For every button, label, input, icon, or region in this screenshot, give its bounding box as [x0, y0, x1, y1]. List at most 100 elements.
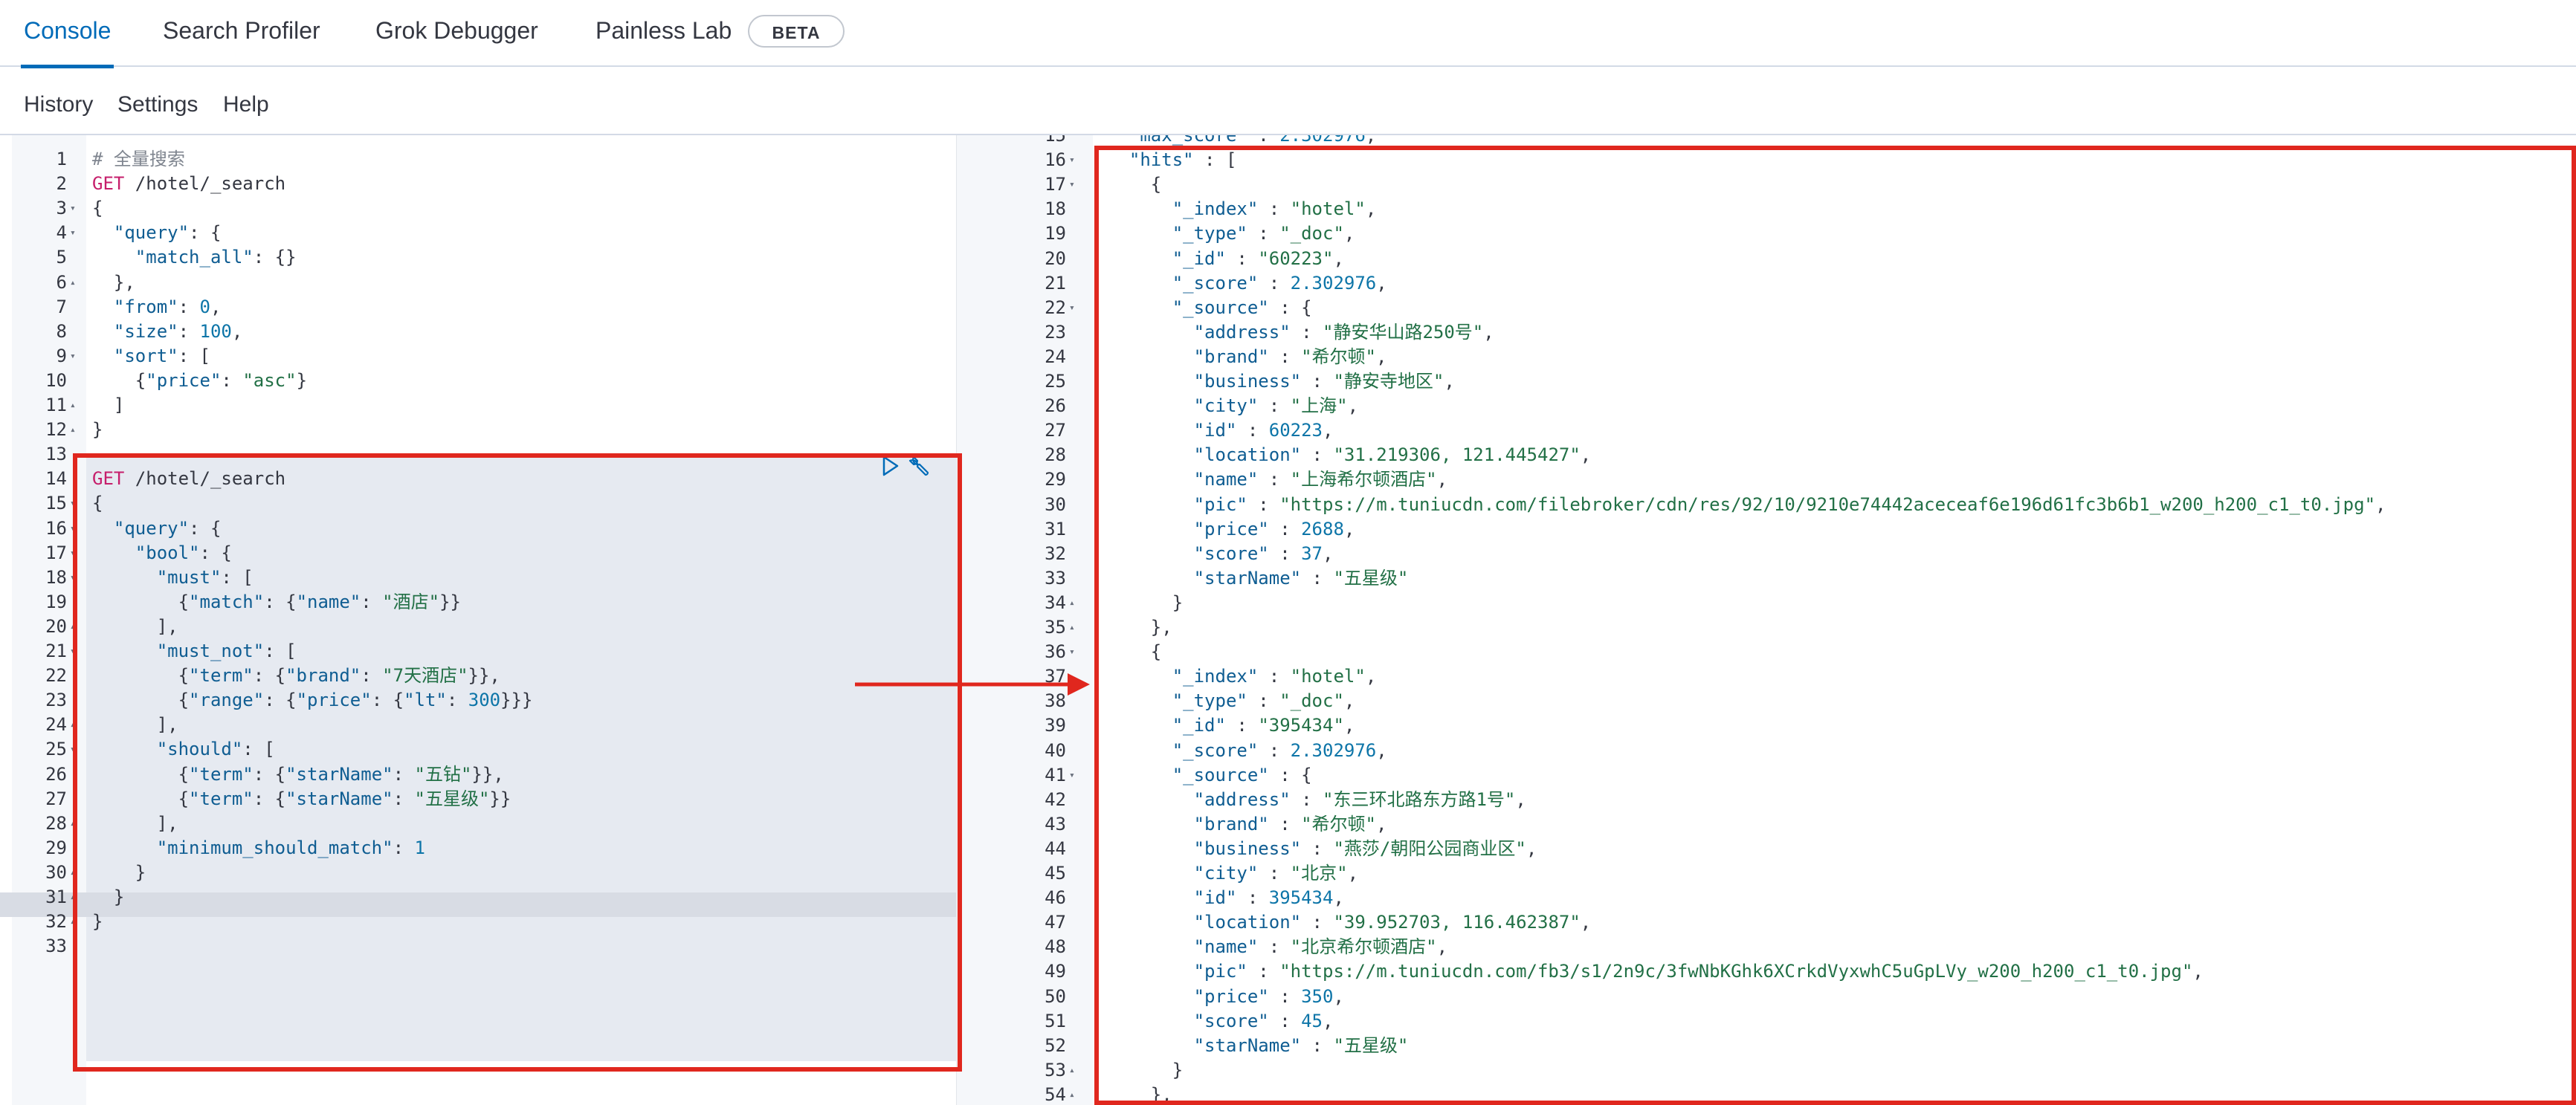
- code-line: },: [1108, 615, 1172, 640]
- code-token: "五星级": [1333, 1034, 1409, 1056]
- line-number: 29: [1045, 469, 1066, 490]
- code-token: "minimum_should_match": [92, 837, 393, 858]
- code-token: "_doc": [1279, 223, 1344, 244]
- wrench-icon[interactable]: [907, 453, 932, 479]
- unfold-toggle-icon[interactable]: ▴: [1069, 597, 1075, 609]
- line-number: 45: [1045, 863, 1066, 884]
- line-number: 23: [45, 690, 67, 711]
- code-token: :: [1258, 469, 1291, 490]
- fold-toggle-icon[interactable]: ▾: [70, 744, 76, 756]
- history-link[interactable]: History: [24, 92, 94, 117]
- fold-toggle-icon[interactable]: ▾: [1069, 647, 1075, 658]
- code-token: :: [1301, 444, 1334, 466]
- code-line: "_id" : "395434",: [1108, 713, 1355, 738]
- code-line: ],: [92, 615, 178, 639]
- code-token: {: [92, 369, 146, 391]
- tab-console[interactable]: Console: [20, 0, 114, 68]
- code-line: },: [92, 270, 135, 295]
- code-line: "from": 0,: [92, 295, 222, 320]
- unfold-toggle-icon[interactable]: ▴: [70, 719, 76, 731]
- line-number: 1: [56, 149, 67, 169]
- code-token: 37: [1301, 542, 1323, 564]
- fold-toggle-icon[interactable]: ▾: [70, 227, 76, 239]
- code-line: "minimum_should_match": 1: [92, 836, 425, 861]
- fold-toggle-icon[interactable]: ▾: [70, 498, 76, 510]
- code-line: "query": {: [92, 221, 222, 245]
- line-number: 31: [1045, 518, 1066, 539]
- code-token: ],: [92, 714, 178, 736]
- code-line: "price" : 2688,: [1108, 517, 1355, 542]
- pane-resizer[interactable]: [956, 135, 978, 1105]
- tab-painless-lab[interactable]: Painless Lab: [595, 17, 732, 44]
- code-line: {"price": "asc"}: [92, 369, 307, 393]
- fold-toggle-icon[interactable]: ▾: [70, 203, 76, 215]
- unfold-toggle-icon[interactable]: ▴: [1069, 622, 1075, 633]
- fold-toggle-icon[interactable]: ▾: [70, 350, 76, 362]
- line-number: 27: [45, 788, 67, 809]
- unfold-toggle-icon[interactable]: ▴: [70, 892, 76, 903]
- code-token: "上海希尔顿酒店": [1290, 469, 1437, 490]
- line-number: 10: [45, 369, 67, 391]
- code-token: :: [1268, 985, 1302, 1007]
- code-token: :: [1247, 961, 1280, 982]
- code-token: 60223: [1268, 420, 1323, 441]
- unfold-toggle-icon[interactable]: ▴: [70, 817, 76, 829]
- code-line: {"range": {"price": {"lt": 300}}}: [92, 688, 533, 713]
- arrow-icon: [855, 673, 1090, 696]
- code-token: :: [178, 320, 200, 342]
- code-token: "term": [189, 788, 254, 809]
- fold-toggle-icon[interactable]: ▾: [1069, 302, 1075, 314]
- unfold-toggle-icon[interactable]: ▴: [70, 620, 76, 632]
- unfold-toggle-icon[interactable]: ▴: [70, 276, 76, 288]
- code-token: ]: [92, 395, 125, 415]
- unfold-toggle-icon[interactable]: ▴: [70, 916, 76, 928]
- fold-toggle-icon[interactable]: ▾: [70, 646, 76, 657]
- code-token: "name": [296, 591, 361, 612]
- line-number: 17: [1045, 174, 1066, 195]
- code-token: 395434: [1268, 887, 1334, 909]
- code-token: "_id": [1108, 247, 1226, 269]
- fold-toggle-icon[interactable]: ▾: [70, 571, 76, 583]
- code-line: GET /hotel/_search: [92, 172, 285, 196]
- line-number: 34: [1045, 592, 1066, 613]
- code-line: "location" : "39.952703, 116.462387",: [1108, 910, 1592, 935]
- code-token: 100: [199, 320, 232, 342]
- unfold-toggle-icon[interactable]: ▴: [70, 424, 76, 436]
- fold-toggle-icon[interactable]: ▾: [70, 522, 76, 534]
- code-token: ,: [1323, 420, 1334, 441]
- code-token: :: [1258, 395, 1291, 417]
- unfold-toggle-icon[interactable]: ▴: [1069, 1064, 1075, 1076]
- code-token: "location": [1108, 912, 1302, 933]
- code-token: "_source": [1108, 296, 1269, 318]
- unfold-toggle-icon[interactable]: ▴: [70, 400, 76, 411]
- code-token: "price": [1108, 518, 1269, 539]
- fold-toggle-icon[interactable]: ▾: [1069, 179, 1075, 191]
- code-token: :: [221, 369, 243, 391]
- settings-link[interactable]: Settings: [117, 92, 198, 117]
- fold-toggle-icon[interactable]: ▾: [1069, 769, 1075, 781]
- code-token: :: [1225, 247, 1259, 269]
- code-token: : {: [253, 763, 286, 785]
- code-line: "match_all": {}: [92, 245, 297, 270]
- code-token: :: [1301, 371, 1334, 392]
- code-token: :: [1247, 223, 1280, 244]
- code-token: "should": [92, 739, 243, 760]
- code-token: 2.302976: [1290, 739, 1377, 761]
- code-token: "hotel": [1290, 198, 1366, 220]
- code-token: "must": [92, 566, 222, 588]
- unfold-toggle-icon[interactable]: ▴: [70, 866, 76, 878]
- fold-toggle-icon[interactable]: ▾: [70, 547, 76, 559]
- code-token: :: [1290, 321, 1323, 343]
- tab-grok-debugger[interactable]: Grok Debugger: [375, 17, 538, 44]
- unfold-toggle-icon[interactable]: ▴: [1069, 1089, 1075, 1101]
- code-token: "pic": [1108, 961, 1247, 982]
- fold-toggle-icon[interactable]: ▾: [1069, 155, 1075, 166]
- code-token: :: [1225, 715, 1259, 736]
- play-icon[interactable]: [880, 455, 901, 477]
- tab-search-profiler[interactable]: Search Profiler: [163, 17, 320, 44]
- code-token: : {: [1268, 764, 1312, 785]
- code-token: "燕莎/朝阳公园商业区": [1333, 837, 1526, 859]
- code-token: "address": [1108, 321, 1291, 343]
- help-link[interactable]: Help: [223, 92, 269, 117]
